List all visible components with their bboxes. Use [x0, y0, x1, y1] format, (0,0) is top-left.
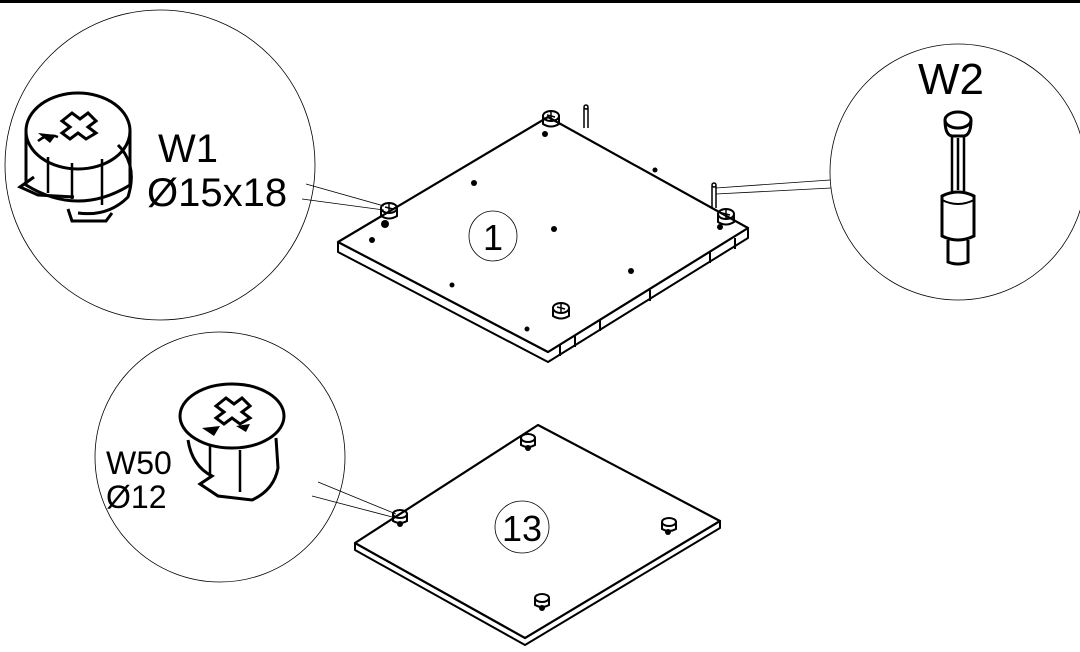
part-number-13-circle	[494, 500, 550, 554]
part-number-13: 13	[502, 508, 542, 549]
cam-fitting-icon	[392, 509, 408, 524]
cam-fitting-icon	[661, 517, 677, 532]
cam-fitting-icon	[717, 208, 735, 226]
callout-w1-leader-2	[301, 198, 385, 211]
callout-w2-code: W2	[918, 55, 984, 104]
callout-w50-circle	[94, 331, 346, 583]
callout-w50-size: Ø12	[106, 479, 166, 515]
callout-w1-leader	[305, 183, 385, 207]
cam-fitting-icon	[380, 202, 398, 220]
callout-w50-leader	[317, 481, 397, 515]
callout-w50: W50 Ø12	[94, 331, 397, 583]
callout-w1-code: W1	[158, 127, 218, 171]
dowel-pin-icon	[583, 104, 717, 208]
cam-lock-w50-icon	[178, 382, 286, 502]
callout-w1: W1 Ø15x18	[4, 9, 385, 321]
callout-w50-leader-2	[311, 495, 397, 519]
callout-w2-leader	[715, 179, 831, 189]
cam-fitting-icon	[542, 110, 560, 128]
callout-w1-size: Ø15x18	[147, 171, 287, 215]
callout-w2-circle	[829, 43, 1080, 301]
cam-fitting-icon	[520, 433, 536, 448]
dowel-pin-w2-icon	[940, 110, 976, 266]
cam-fitting-icon	[534, 593, 550, 608]
cam-lock-w1-icon	[16, 91, 133, 223]
panel-1: 1	[336, 104, 750, 363]
callout-w2: W2	[715, 43, 1080, 301]
callout-w50-code: W50	[106, 445, 172, 481]
panel-13: 13	[353, 423, 722, 646]
panel-13-top	[353, 423, 722, 640]
callout-w2-leader-2	[715, 187, 832, 195]
part-number-1-circle	[468, 210, 518, 262]
cam-fitting-icon	[552, 302, 570, 320]
part-number-1: 1	[483, 217, 503, 258]
panel-1-top	[336, 115, 750, 354]
callout-w1-circle	[4, 9, 316, 321]
